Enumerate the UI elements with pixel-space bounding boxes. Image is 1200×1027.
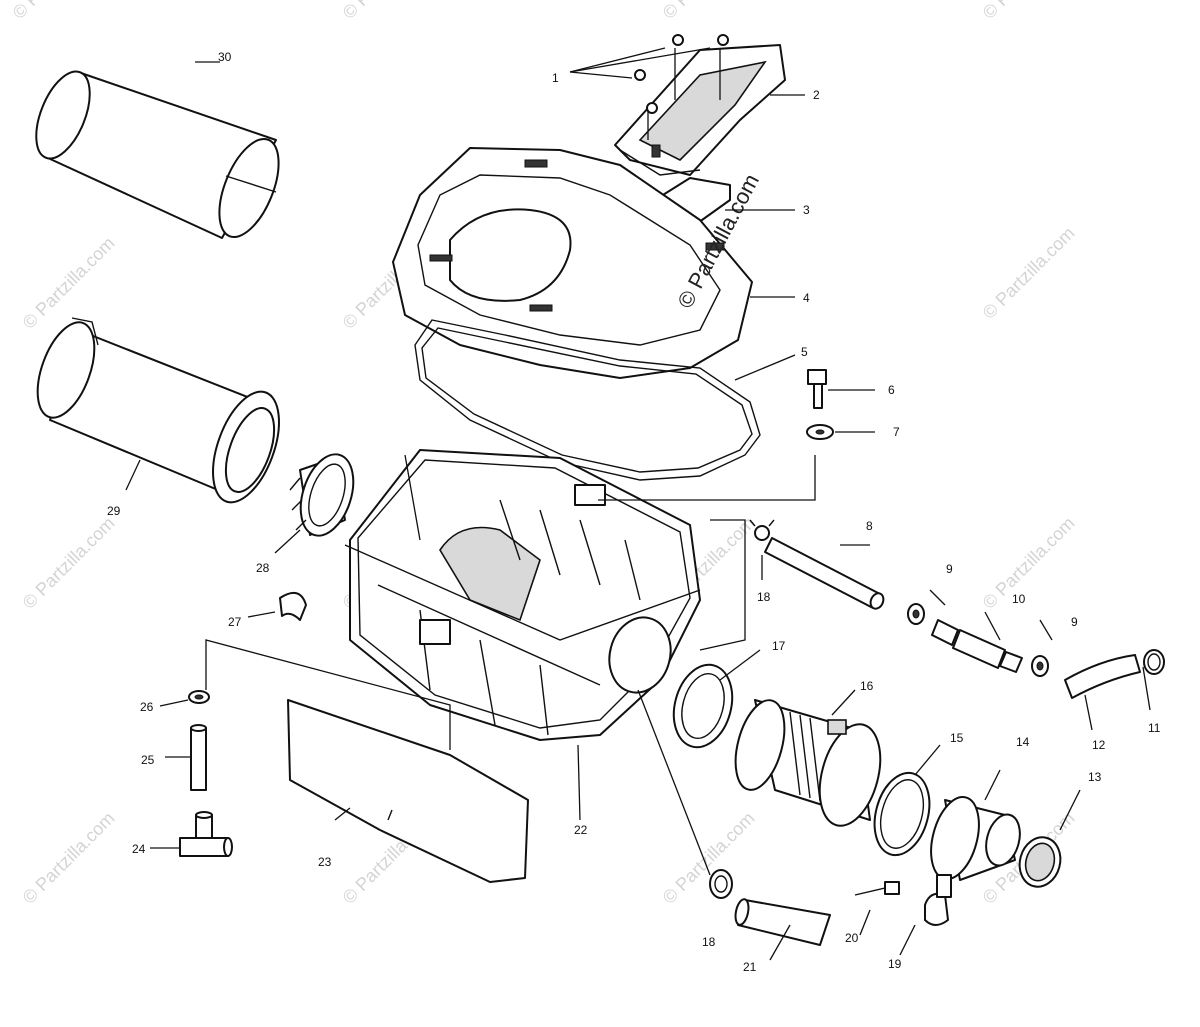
callout-13: 13 bbox=[1088, 770, 1102, 784]
callout-9-left: 9 bbox=[946, 562, 953, 576]
part-13-hose-clamp bbox=[1018, 836, 1062, 888]
part-7-washer bbox=[806, 424, 834, 440]
callout-5: 5 bbox=[801, 345, 808, 359]
watermark: © Partzilla.com bbox=[19, 513, 119, 613]
part-22-airbox-housing bbox=[344, 449, 701, 741]
watermark: © Partzilla.com bbox=[19, 808, 119, 908]
part-23-cover-plate bbox=[287, 699, 529, 883]
callout-29: 29 bbox=[107, 504, 121, 518]
part-26-clamp bbox=[188, 690, 210, 704]
part-28-filter-adapter bbox=[289, 453, 355, 537]
callout-18-lower: 18 bbox=[702, 935, 716, 949]
callout-16: 16 bbox=[860, 679, 874, 693]
part-18-clamp-upper bbox=[749, 519, 775, 541]
part-14-boot bbox=[930, 796, 1021, 881]
callout-27: 27 bbox=[228, 615, 242, 629]
callout-18-upper: 18 bbox=[757, 590, 771, 604]
part-17-gasket-ring bbox=[672, 663, 734, 749]
callout-3: 3 bbox=[803, 203, 810, 217]
callout-23: 23 bbox=[318, 855, 332, 869]
part-12-drain-hose bbox=[1064, 654, 1141, 699]
callout-15: 15 bbox=[950, 731, 964, 745]
callout-24: 24 bbox=[132, 842, 146, 856]
watermark: © Partzilla.com bbox=[19, 233, 119, 333]
part-25-tube bbox=[190, 724, 207, 791]
part-18-clamp-lower bbox=[709, 869, 733, 899]
watermark: © Partzilla.com bbox=[339, 0, 439, 23]
part-20-screw bbox=[854, 881, 900, 896]
callout-25: 25 bbox=[141, 753, 155, 767]
part-16-inlet-duct bbox=[734, 699, 882, 827]
callout-19: 19 bbox=[888, 957, 902, 971]
callout-12: 12 bbox=[1092, 738, 1106, 752]
part-8-hose bbox=[764, 537, 885, 610]
part-9-washer-right bbox=[1031, 655, 1049, 677]
callout-21: 21 bbox=[743, 960, 757, 974]
callout-6: 6 bbox=[888, 383, 895, 397]
callout-17: 17 bbox=[772, 639, 786, 653]
watermark: © Partzilla.com bbox=[9, 0, 109, 23]
part-4-airbox-cover bbox=[392, 147, 753, 379]
callout-2: 2 bbox=[813, 88, 820, 102]
watermark: © Partzilla.com bbox=[659, 808, 759, 908]
part-2-inlet-cover bbox=[614, 44, 786, 176]
part-1-screws bbox=[634, 34, 729, 114]
watermark: © Partzilla.com bbox=[979, 223, 1079, 323]
watermark: © Partzilla.com bbox=[659, 0, 759, 23]
watermark: © Partzilla.com bbox=[979, 513, 1079, 613]
callout-11: 11 bbox=[1148, 721, 1161, 735]
callout-labels: 1 2 3 4 5 6 7 8 9 9 10 11 12 13 14 15 16… bbox=[107, 50, 1161, 974]
watermark: © Partzilla.com bbox=[979, 0, 1079, 23]
part-29-filter-element bbox=[36, 317, 280, 504]
callout-8: 8 bbox=[866, 519, 873, 533]
callout-26: 26 bbox=[140, 700, 154, 714]
callout-20: 20 bbox=[845, 931, 859, 945]
part-24-tee-fitting bbox=[179, 811, 233, 857]
part-10-valve bbox=[931, 619, 1023, 673]
callout-1: 1 bbox=[552, 71, 559, 85]
callout-10: 10 bbox=[1012, 592, 1026, 606]
part-19-bracket bbox=[924, 874, 952, 926]
part-11-clamp bbox=[1143, 649, 1165, 675]
leader-lines bbox=[125, 47, 1151, 961]
callout-22: 22 bbox=[574, 823, 588, 837]
callout-14: 14 bbox=[1016, 735, 1030, 749]
part-5-gasket bbox=[414, 319, 761, 481]
callout-28: 28 bbox=[256, 561, 270, 575]
callout-7: 7 bbox=[893, 425, 900, 439]
part-21-tube bbox=[734, 898, 831, 946]
callout-4: 4 bbox=[803, 291, 810, 305]
part-6-bolt bbox=[807, 369, 827, 409]
part-15-clamp-ring bbox=[873, 771, 931, 857]
part-30-filter-sleeve bbox=[35, 70, 280, 239]
part-27-clip bbox=[279, 591, 307, 621]
callout-9-right: 9 bbox=[1071, 615, 1078, 629]
callout-30: 30 bbox=[218, 50, 232, 64]
part-9-washer-left bbox=[907, 603, 925, 625]
